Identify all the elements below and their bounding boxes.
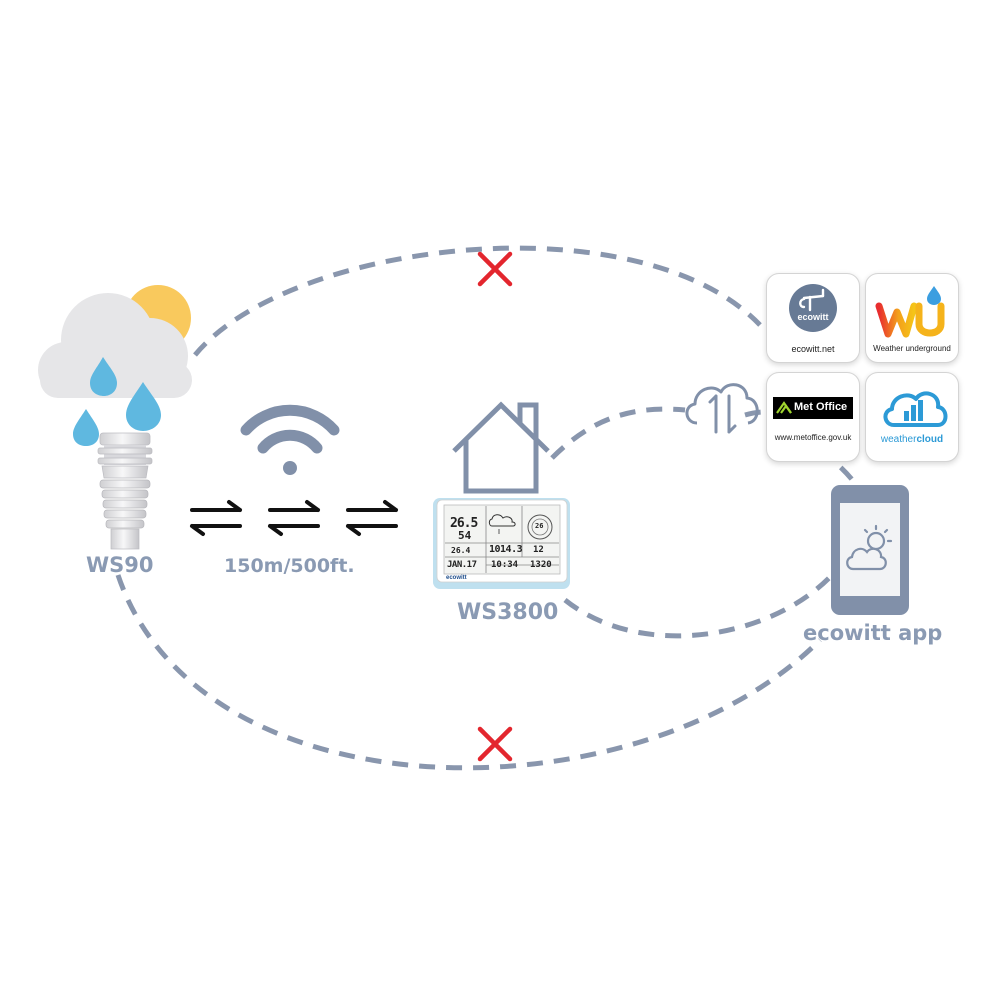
cross-icon <box>477 251 513 287</box>
service-caption: Weather underground <box>873 344 951 353</box>
app-label: ecowitt app <box>803 621 943 645</box>
service-card-met-office[interactable]: Met Office www.metoffice.gov.uk <box>766 372 860 462</box>
transfer-arrows-icon <box>268 500 320 536</box>
cross-icon <box>477 726 513 762</box>
console-uv-readout: 12 <box>533 545 544 555</box>
service-card-ecowitt[interactable]: ecowitt ecowitt.net <box>766 273 860 363</box>
ecowitt-logo-icon: ecowitt <box>789 284 837 332</box>
console-temp-readout: 26.5 <box>450 516 478 531</box>
transfer-arrows-icon <box>346 500 398 536</box>
service-caption: ecowitt.net <box>791 344 835 354</box>
console-indoor-readout: 26.4 <box>451 546 471 555</box>
console-solar-readout: 1320 <box>530 560 552 570</box>
console-wind-readout: 26 <box>535 522 544 530</box>
ws3800-label: WS3800 <box>457 600 559 625</box>
console-date-readout: JAN.17 <box>447 560 477 570</box>
met-office-logo-icon: Met Office <box>773 397 853 419</box>
console-brand-logo: ecowitt <box>446 575 467 581</box>
dashed-line-console-phone <box>563 573 834 639</box>
svg-text:ecowitt: ecowitt <box>797 312 828 322</box>
weathercloud-logo-icon <box>883 391 948 427</box>
console-pressure-readout: 1014.3 <box>489 544 523 555</box>
service-card-weather-underground[interactable]: Weather underground <box>865 273 959 363</box>
transfer-arrows-icon <box>190 500 242 536</box>
dashed-line-cloud-services <box>744 409 766 418</box>
service-caption: www.metoffice.gov.uk <box>774 433 852 442</box>
console-time-readout: 10:34 <box>491 560 519 570</box>
weathercloud-wordmark: weathercloud <box>880 434 944 445</box>
service-card-weathercloud[interactable]: weathercloud <box>865 372 959 462</box>
range-label: 150m/500ft. <box>224 555 355 577</box>
weather-underground-logo-icon <box>875 286 945 338</box>
phone-weather-icon <box>846 524 893 571</box>
ws90-label: WS90 <box>86 553 154 577</box>
console-humidity-readout: 54 <box>458 529 472 542</box>
dashed-line-bottom-arc <box>115 574 822 771</box>
dashed-line-top-arc <box>193 245 762 357</box>
